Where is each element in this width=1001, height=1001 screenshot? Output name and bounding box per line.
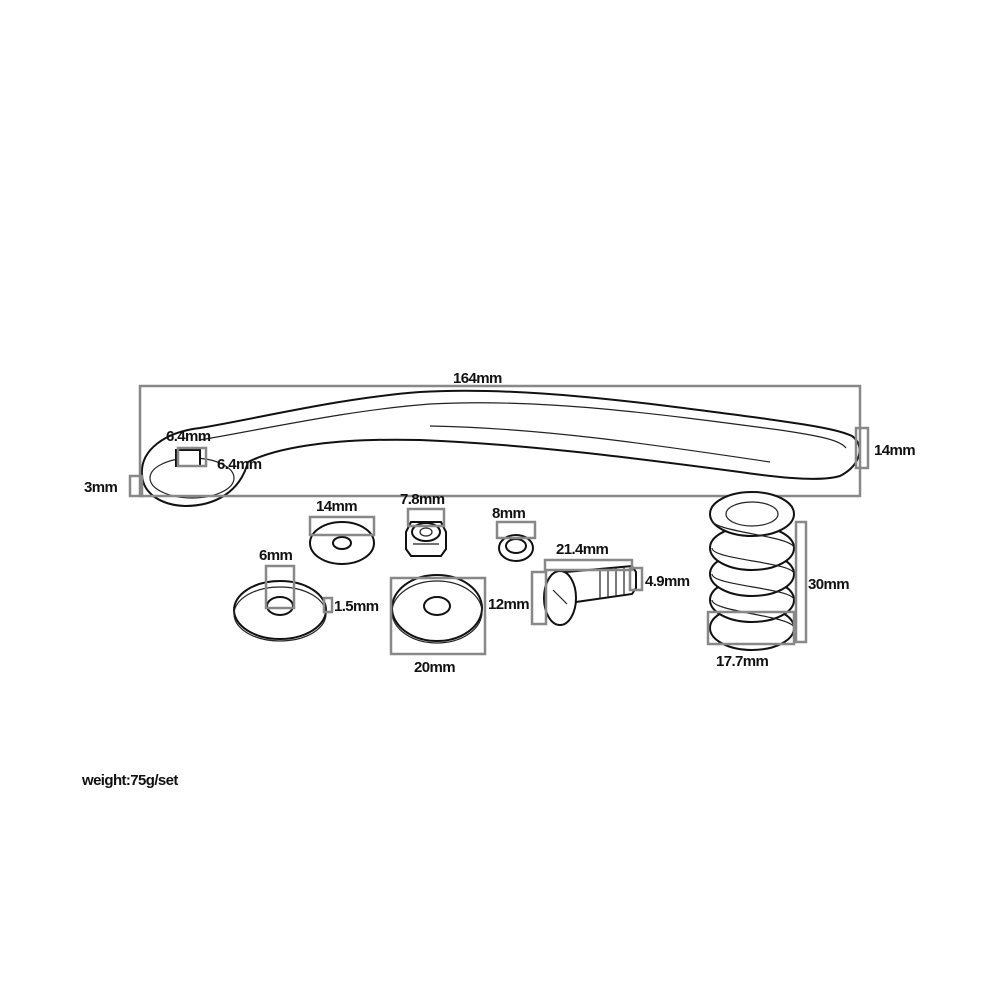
washer-hole-label: 6mm <box>259 547 292 564</box>
ring <box>498 534 534 562</box>
bolt <box>543 564 637 626</box>
washer-thickness-box <box>322 596 334 614</box>
lever-thickness-label: 3mm <box>84 479 117 496</box>
small-washer-box <box>308 515 376 537</box>
spring-diameter-label: 17.7mm <box>716 653 769 670</box>
ring-label: 8mm <box>492 505 525 522</box>
bolt-diameter-box <box>628 566 644 592</box>
washer-thickness-label: 1.5mm <box>334 598 379 615</box>
weight-label: weight:75g/set <box>81 772 178 789</box>
spring-height-box <box>794 520 808 644</box>
pivot-width-label: 6.4mm <box>166 428 211 445</box>
washer-hole-box <box>264 564 296 610</box>
bolt-length-box <box>543 558 634 572</box>
bolt-diameter-label: 4.9mm <box>645 573 690 590</box>
ring-box <box>495 520 537 540</box>
lever <box>140 389 861 508</box>
large-washer-box <box>389 576 487 656</box>
bolt-head-label: 12mm <box>488 596 529 613</box>
lever-length-box <box>138 384 862 498</box>
spring <box>709 491 795 651</box>
bolt-head-box <box>530 570 548 626</box>
spring-diameter-box <box>706 610 796 646</box>
pivot-hole <box>175 449 201 467</box>
small-washer-label: 14mm <box>316 498 357 515</box>
bolt-length-label: 21.4mm <box>556 541 609 558</box>
large-washer-label: 20mm <box>414 659 455 676</box>
large-washer <box>391 574 483 644</box>
lever-length-label: 164mm <box>453 370 502 387</box>
flat-washer <box>233 580 327 642</box>
lever-end-box <box>854 426 870 470</box>
pivot-box <box>176 446 208 468</box>
nut-box <box>406 507 446 528</box>
lever-end-width-label: 14mm <box>874 442 915 459</box>
pivot-height-label: 6.4mm <box>217 456 262 473</box>
thickness-box <box>128 474 144 498</box>
small-washer <box>309 521 375 565</box>
spring-height-label: 30mm <box>808 576 849 593</box>
nut-label: 7.8mm <box>400 491 445 508</box>
